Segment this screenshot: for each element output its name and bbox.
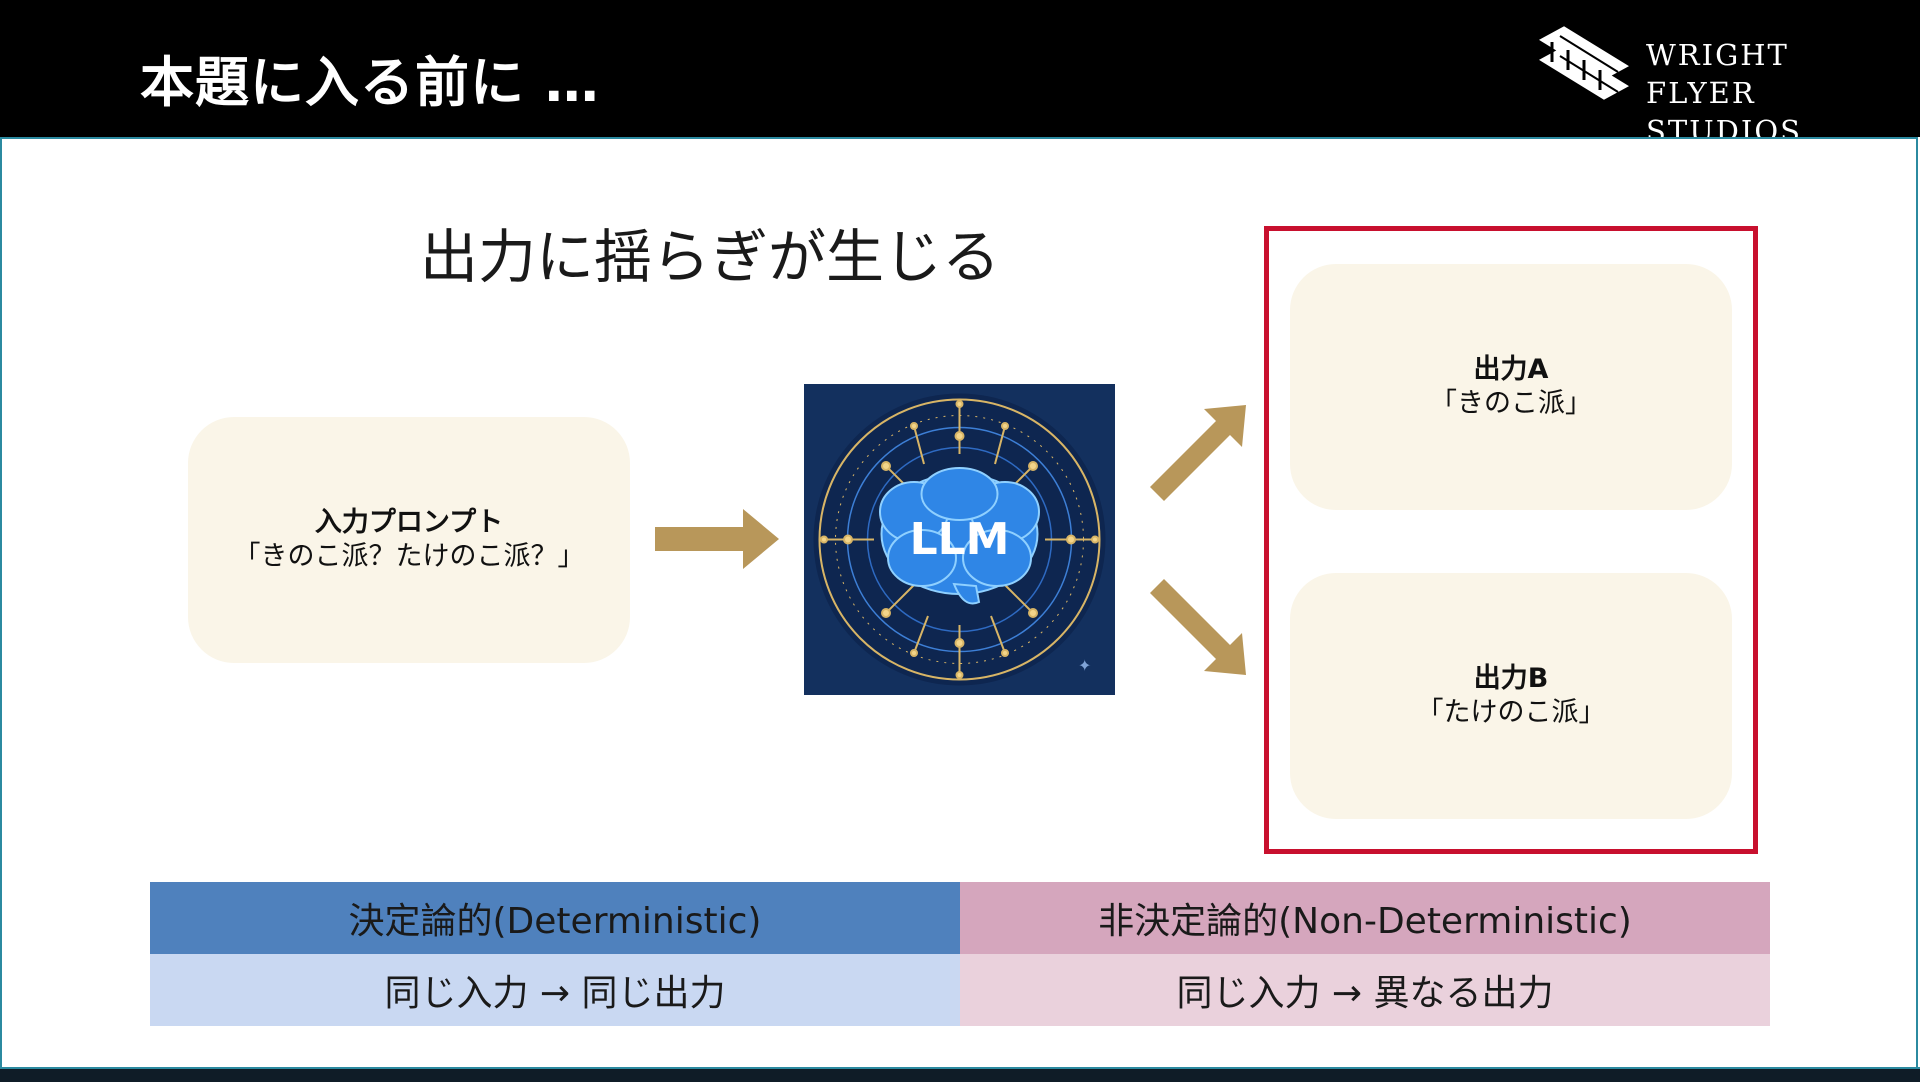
svg-text:✦: ✦ [1078,656,1091,675]
comparison-table: 決定論的(Deterministic) 非決定論的(Non-Determinis… [150,882,1770,1026]
slide-body-frame [0,137,1918,1067]
llm-brain-image: LLM ✦ [804,384,1115,695]
up-right-arrow-icon [1150,405,1246,501]
output-a-label: 出力A [1473,354,1549,385]
biplane-logo-icon [1539,26,1629,100]
output-b-text: 「たけのこ派」 [1416,697,1606,728]
right-arrow-icon [655,509,779,569]
slide-bottom-bar [0,1067,1920,1082]
slide-subtitle: 出力に揺らぎが生じる [420,223,1001,291]
output-a-text: 「きのこ派」 [1430,388,1592,419]
logo-text: WRIGHT FLYER STUDIOS [1646,36,1898,150]
wright-flyer-studios-logo: WRIGHT FLYER STUDIOS [1538,26,1898,148]
outputs-highlight-frame [1264,226,1758,854]
logo-line-2: STUDIOS [1646,114,1802,148]
input-prompt-box: 入力プロンプト 「きのこ派？たけのこ派？」 [188,417,630,663]
logo-line-1: WRIGHT FLYER [1646,38,1789,110]
down-right-arrow-icon [1150,579,1246,675]
llm-label: LLM [910,514,1010,565]
deterministic-body: 同じ入力 → 同じ出力 [150,954,960,1026]
slide-title: 本題に入る前に … [140,51,600,114]
llm-brain-icon: LLM ✦ [813,393,1106,686]
non-deterministic-header: 非決定論的(Non-Deterministic) [960,882,1770,954]
output-b-box: 出力B 「たけのこ派」 [1290,573,1732,819]
output-b-label: 出力B [1473,663,1549,694]
non-deterministic-body: 同じ入力 → 異なる出力 [960,954,1770,1026]
input-prompt-text: 「きのこ派？たけのこ派？」 [233,541,585,572]
input-prompt-label: 入力プロンプト [314,507,504,538]
output-a-box: 出力A 「きのこ派」 [1290,264,1732,510]
slide-header: 本題に入る前に … WRIGHT FLYER STUDIOS [0,0,1920,148]
deterministic-header: 決定論的(Deterministic) [150,882,960,954]
